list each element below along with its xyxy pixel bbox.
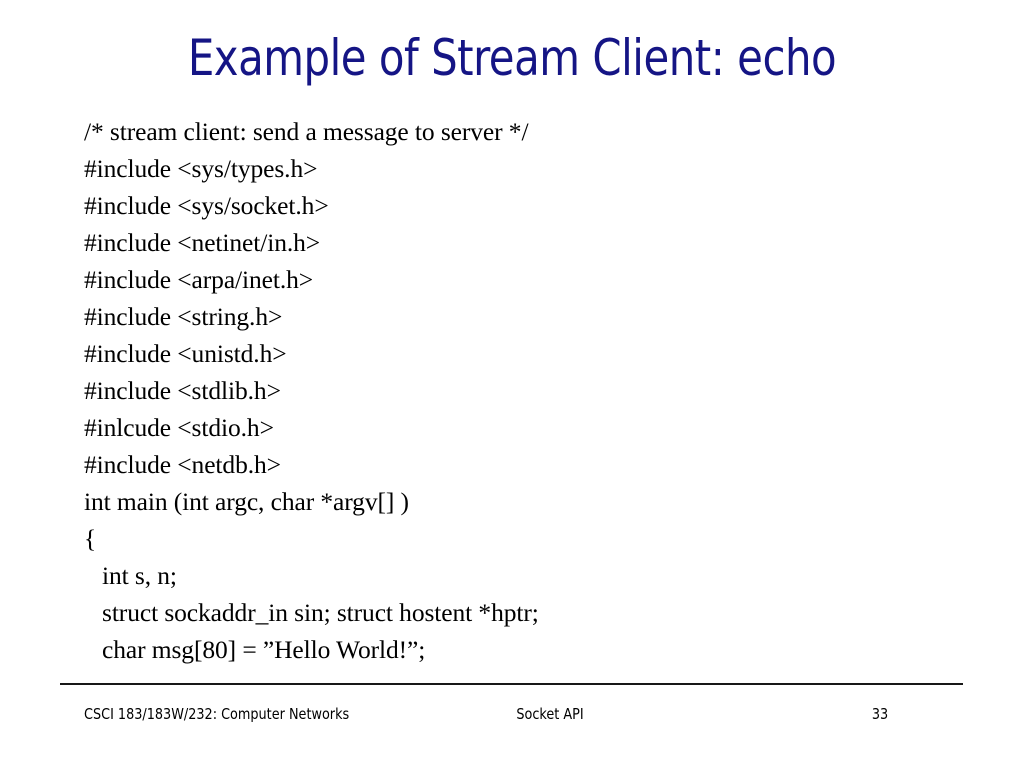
code-line: #include <stdlib.h>	[84, 376, 281, 405]
code-line: {	[84, 524, 97, 553]
footer-topic-label: Socket API	[516, 705, 584, 723]
code-line: #include <unistd.h>	[84, 339, 287, 368]
page-title: Example of Stream Client: echo	[187, 29, 837, 87]
footer-divider	[60, 683, 963, 685]
code-line: #include <arpa/inet.h>	[84, 265, 314, 294]
code-line: /* stream client: send a message to serv…	[84, 117, 529, 146]
code-line: #include <netdb.h>	[84, 450, 281, 479]
code-line: #inlcude <stdio.h>	[84, 413, 274, 442]
code-line: int main (int argc, char *argv[] )	[84, 487, 409, 516]
code-line: char msg[80] = ”Hello World!”;	[102, 635, 426, 664]
code-line: int s, n;	[102, 561, 177, 590]
slide-footer: CSCI 183/183W/232: Computer Networks Soc…	[60, 700, 963, 760]
code-line: #include <sys/socket.h>	[84, 191, 329, 220]
code-listing: /* stream client: send a message to serv…	[84, 113, 964, 668]
footer-page-number: 33	[871, 705, 889, 723]
code-line: #include <netinet/in.h>	[84, 228, 321, 257]
code-line: struct sockaddr_in sin; struct hostent *…	[102, 598, 539, 627]
footer-course-label: CSCI 183/183W/232: Computer Networks	[84, 705, 350, 723]
code-line: #include <string.h>	[84, 302, 283, 331]
code-line: #include <sys/types.h>	[84, 154, 318, 183]
